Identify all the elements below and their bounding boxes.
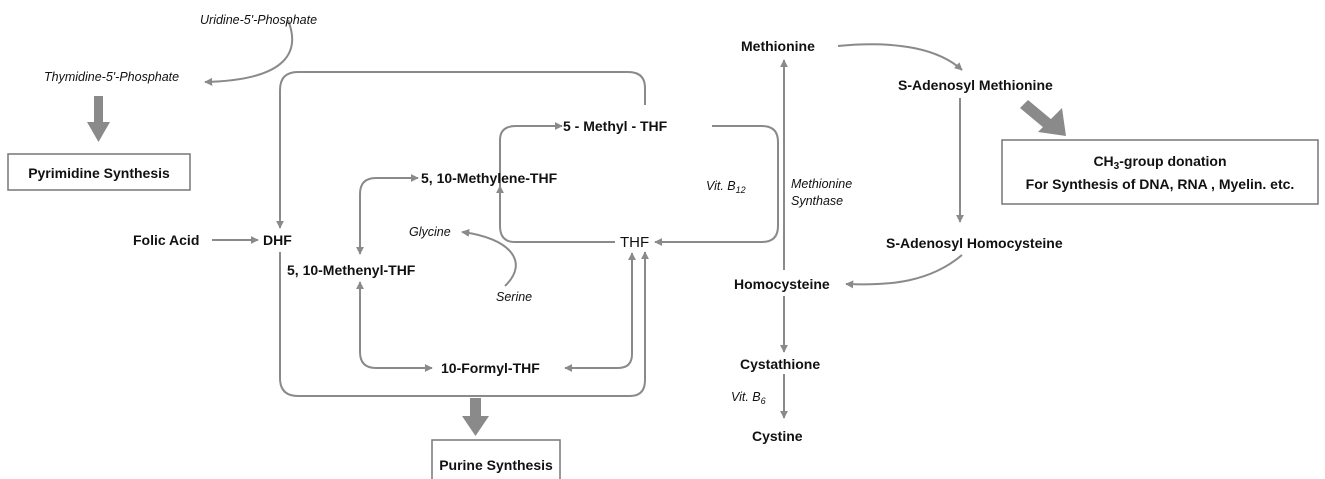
loop-to-purine-block-arrow — [462, 398, 489, 436]
purine-synthesis-label: Purine Synthesis — [439, 457, 553, 473]
cystathione-label: Cystathione — [740, 356, 820, 372]
glycine-serine-curve — [461, 228, 517, 287]
pyrimidine-synthesis-box — [7, 153, 191, 191]
uridine-label: Uridine-5'-Phosphate — [200, 13, 317, 27]
methylene-thf-label: 5, 10-Methylene-THF — [421, 170, 558, 186]
pyrimidine-synthesis-label: Pyrimidine Synthesis — [28, 165, 170, 181]
sam-to-ch3-block-arrow — [1020, 100, 1066, 136]
formyl-thf-thf-arrow — [564, 252, 636, 372]
methenyl-formyl-arrow — [356, 281, 433, 372]
homocysteine-label: Homocysteine — [734, 276, 830, 292]
folic-acid-label: Folic Acid — [133, 232, 199, 248]
cystine-label: Cystine — [752, 428, 803, 444]
sam-label: S-Adenosyl Methionine — [898, 77, 1053, 93]
thymidine-to-pyrimidine-block-arrow — [87, 96, 110, 142]
methionine-synthase-label-1: Methionine — [791, 177, 852, 191]
ch3-donation-line-2: For Synthesis of DNA, RNA , Myelin. etc. — [1026, 176, 1295, 192]
methyl-thf-to-thf-arrow — [654, 125, 779, 246]
methionine-label: Methionine — [741, 38, 815, 54]
methionine-to-sam-arrow — [837, 43, 963, 71]
methenyl-thf-label: 5, 10-Methenyl-THF — [287, 262, 416, 278]
methyl-thf-label: 5 - Methyl - THF — [563, 118, 668, 134]
purine-synthesis-box — [431, 439, 561, 479]
ch3-donation-line-1: CH3-group donation — [1093, 153, 1226, 172]
methyl-thf-to-dhf-loop — [276, 71, 646, 229]
formyl-thf-label: 10-Formyl-THF — [441, 360, 540, 376]
thymidine-label: Thymidine-5'-Phosphate — [44, 70, 179, 84]
thf-to-methylene-arrow — [496, 185, 615, 243]
sah-label: S-Adenosyl Homocysteine — [886, 235, 1063, 251]
serine-label: Serine — [496, 290, 532, 304]
vit-b12-label: Vit. B12 — [706, 179, 746, 195]
glycine-label: Glycine — [409, 225, 451, 239]
methenyl-methylene-arrow — [356, 174, 419, 255]
dhf-bottom-loop — [279, 251, 649, 397]
ch3-donation-box — [1001, 139, 1319, 205]
thf-to-methyl-arrow — [499, 122, 563, 188]
thf-label: THF — [620, 234, 649, 251]
sah-to-homocysteine-arrow — [845, 254, 963, 289]
uridine-to-thymidine-arrow — [204, 19, 294, 86]
vit-b6-label: Vit. B6 — [731, 390, 766, 406]
methionine-synthase-label-2: Synthase — [791, 194, 843, 208]
dhf-label: DHF — [263, 232, 292, 248]
